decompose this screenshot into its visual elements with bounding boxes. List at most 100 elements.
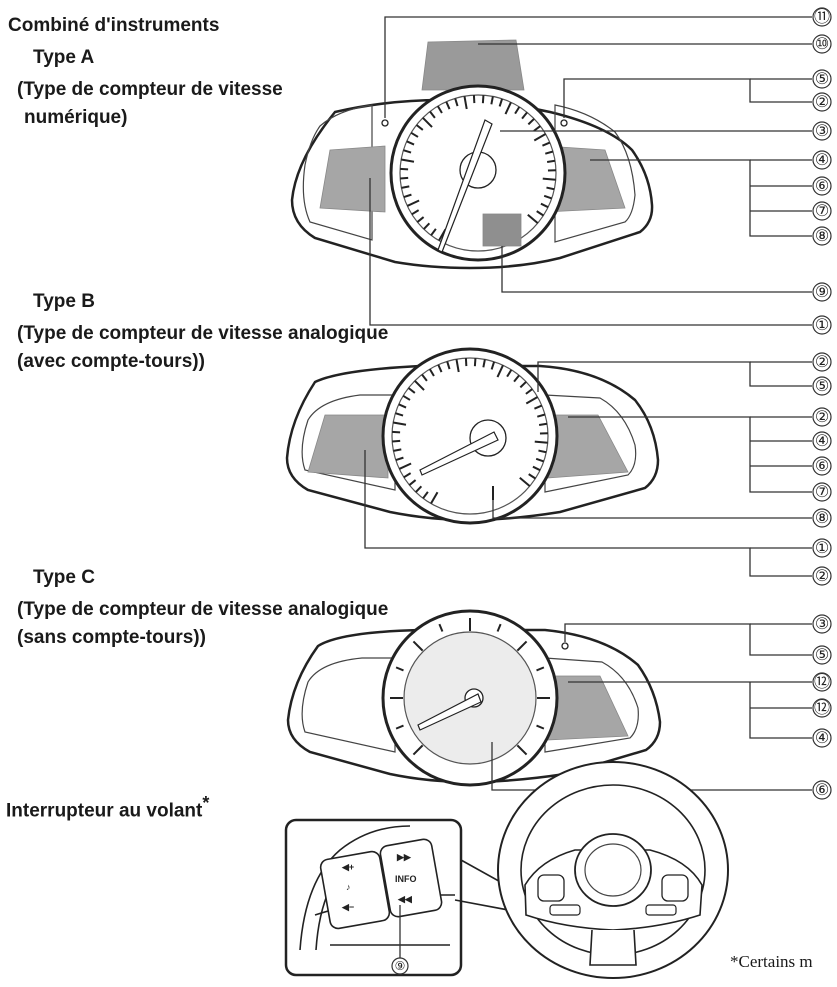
wheel-hub-inner <box>584 843 642 897</box>
dial-tick <box>538 449 547 454</box>
dial-tick <box>482 359 486 368</box>
callout-number: ⑧ <box>815 226 829 245</box>
volume-down-icon: ◀− <box>341 902 354 912</box>
dial-tick <box>415 485 423 493</box>
volume-up-icon: ◀+ <box>341 862 354 872</box>
dial-tick <box>429 110 436 119</box>
dial-tick <box>412 744 424 756</box>
dial-tick <box>428 368 435 377</box>
wheel-right-switch <box>661 874 689 902</box>
dial-a-needle <box>437 119 493 253</box>
leader-lines <box>364 16 812 791</box>
dial-b-ticks <box>392 358 548 505</box>
callout-number: ⑥ <box>815 780 829 799</box>
dial-tick <box>519 477 531 487</box>
steering-wheel <box>497 761 729 979</box>
dial-tick <box>400 176 409 180</box>
cluster-a-inner-right <box>554 104 636 243</box>
dial-tick <box>411 209 420 216</box>
label-steering-text: Interrupteur au volant <box>6 800 203 822</box>
dial-tick <box>525 396 539 405</box>
dial-tick <box>403 193 412 199</box>
callout-number: ② <box>815 92 829 111</box>
callout-circle <box>812 431 832 451</box>
callout-circle <box>812 482 832 502</box>
callout-circle <box>812 7 832 27</box>
callout-number: ⑪ <box>814 7 830 26</box>
callout-number: ⑩ <box>815 34 829 53</box>
callout-number: ② <box>815 352 829 371</box>
dial-tick <box>445 101 451 110</box>
dial-tick <box>506 369 513 378</box>
callout-circle <box>812 538 832 558</box>
wheel-lower-spoke <box>589 929 637 966</box>
callout-circle <box>812 698 832 718</box>
dial-tick <box>401 185 410 189</box>
dial-tick <box>496 623 502 632</box>
dial-tick <box>533 133 547 142</box>
callout-number: ① <box>815 315 829 334</box>
callout-circle <box>812 121 832 141</box>
indicator-left-a <box>381 119 389 127</box>
dial-tick <box>406 140 415 146</box>
callout-circle <box>812 780 832 800</box>
dial-tick <box>407 387 416 394</box>
dial-tick <box>534 404 543 410</box>
callout-number: ⑦ <box>815 201 829 220</box>
label-combined: Combiné d'instruments <box>8 15 220 36</box>
dial-tick <box>545 150 554 155</box>
callout-circle <box>812 315 832 335</box>
dial-tick <box>422 117 433 128</box>
callout-circle <box>812 201 832 221</box>
dial-tick <box>534 440 548 444</box>
callout-number: ⑥ <box>815 176 829 195</box>
callout-number: ⑫ <box>814 672 830 691</box>
label-type-c: Type C <box>33 567 95 588</box>
callout-circle <box>812 407 832 427</box>
dial-tick <box>401 158 415 163</box>
callout-circle <box>812 376 832 396</box>
callout-number: ② <box>815 407 829 426</box>
callout-number: ③ <box>815 614 829 633</box>
callout-circle <box>812 456 832 476</box>
next-track-icon: ▶▶ <box>396 852 412 862</box>
dial-tick <box>402 394 411 401</box>
dial-tick <box>398 462 412 470</box>
wheel-right-switch-lower <box>645 904 677 916</box>
callout-circle <box>812 226 832 246</box>
callout-number: ② <box>815 566 829 585</box>
dial-c-ticks <box>390 618 550 756</box>
label-type-a: Type A <box>33 47 95 68</box>
callout-number: ⑨ <box>815 282 829 301</box>
dial-tick <box>455 359 460 373</box>
dial-tick <box>430 491 439 505</box>
dial-tick <box>446 361 451 370</box>
label-type-c-desc-2: (sans compte-tours)) <box>17 627 206 648</box>
dial-tick <box>430 228 437 236</box>
dial-tick <box>498 98 504 107</box>
dial-tick <box>481 95 485 104</box>
dial-tick <box>496 364 504 378</box>
dial-tick <box>415 124 424 131</box>
callout-circle <box>812 508 832 528</box>
dial-tick <box>416 216 425 223</box>
dial-tick <box>490 361 496 370</box>
callout-circle <box>812 352 832 372</box>
cluster-type-c <box>286 609 662 787</box>
dial-tick <box>393 421 407 426</box>
callout-number: ⑤ <box>815 645 829 664</box>
steering-switch-detail: ◀+ ♪ ◀− ▶▶ INFO ◀◀ ⑨ <box>284 818 543 977</box>
callout-number: ⑦ <box>815 482 829 501</box>
dial-tick <box>408 479 417 486</box>
callout-number: ⑧ <box>815 508 829 527</box>
cluster-type-b <box>285 347 660 525</box>
callout-circle <box>812 614 832 634</box>
label-type-b: Type B <box>33 291 95 312</box>
callout-circle <box>812 672 832 692</box>
dial-tick <box>542 141 551 147</box>
dial-tick <box>437 364 443 373</box>
callout-circle <box>812 69 832 89</box>
dial-tick <box>542 177 556 181</box>
dial-tick <box>504 101 512 115</box>
dial-tick <box>513 374 520 383</box>
